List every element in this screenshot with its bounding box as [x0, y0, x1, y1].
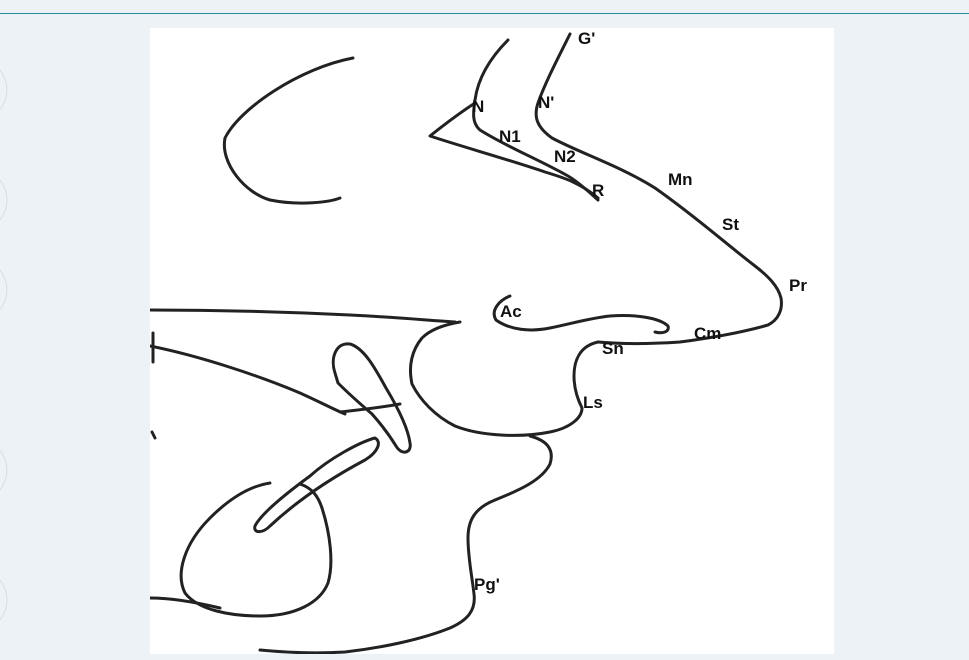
skull-edge-fragment-2	[152, 432, 155, 438]
profile-tracing: G' N N' N1 N2 R Mn St Pr Ac Cm Sn Ls Pg'	[150, 28, 834, 654]
landmark-ls: Ls	[583, 393, 603, 412]
landmark-r: R	[592, 181, 604, 200]
palatal-plane	[150, 310, 455, 322]
landmark-ac: Ac	[500, 302, 522, 321]
upper-lip	[410, 322, 598, 435]
cephalometric-tracing-figure: G' N N' N1 N2 R Mn St Pr Ac Cm Sn Ls Pg'	[150, 28, 834, 654]
background-decoration	[0, 0, 20, 660]
mandible-lower-border	[150, 598, 220, 608]
landmark-sn: Sn	[602, 339, 624, 358]
landmark-n1: N1	[499, 127, 521, 146]
landmark-pg-prime: Pg'	[474, 575, 500, 594]
header-divider	[0, 13, 969, 14]
landmark-st: St	[722, 215, 739, 234]
landmark-n: N	[472, 97, 484, 116]
orbit-outline	[224, 58, 353, 203]
landmark-n2: N2	[554, 147, 576, 166]
soft-tissue-profile-nose	[536, 34, 781, 344]
landmark-n-prime: N'	[538, 93, 554, 112]
mandibular-symphysis	[181, 483, 331, 616]
lower-incisor	[255, 438, 379, 532]
landmark-pr: Pr	[789, 276, 807, 295]
maxilla-lower-line	[150, 346, 345, 414]
landmark-mn: Mn	[668, 170, 693, 189]
landmark-cm: Cm	[694, 324, 721, 343]
upper-incisor	[333, 344, 410, 452]
lower-lip-chin	[260, 436, 551, 653]
landmark-g-prime: G'	[578, 29, 595, 48]
